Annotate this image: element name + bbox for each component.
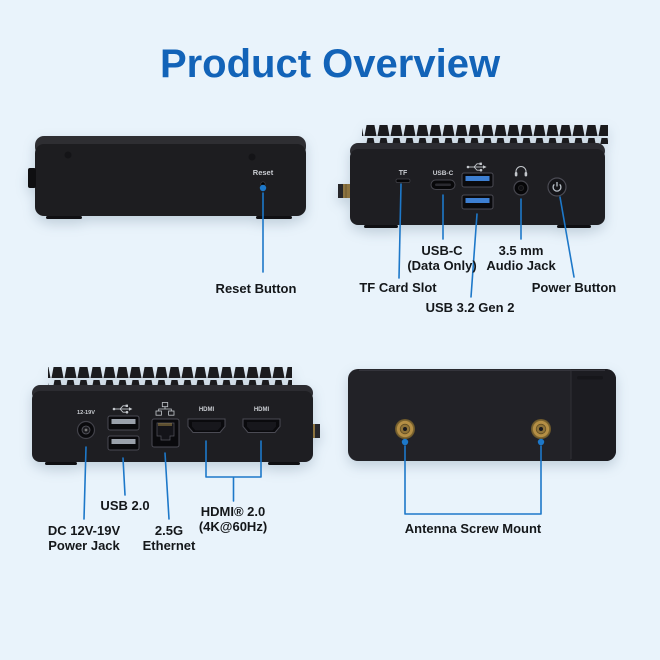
usb-a-port-bottom	[107, 435, 140, 451]
device-foot	[364, 225, 398, 228]
tf-marking: TF	[399, 170, 408, 177]
device-end-cap	[571, 369, 616, 461]
io-view-illustration: 12-19V	[32, 367, 320, 465]
hdmi-label: HDMI® 2.0 (4K@60Hz)	[198, 504, 268, 535]
usb-ss-icon	[466, 162, 487, 172]
usb-inner-tab	[111, 439, 136, 444]
antenna-screw-mount-right	[531, 419, 551, 439]
rear-view-illustration: TF USB-C	[338, 125, 608, 228]
power-button-label: Power Button	[531, 280, 617, 295]
device-body	[35, 144, 306, 216]
usb-a-port-top	[107, 415, 140, 431]
usb-inner-tab	[465, 198, 490, 203]
usb-c-label: USB-C (Data Only)	[407, 243, 477, 274]
hdmi-marking-1: HDMI	[199, 407, 215, 413]
tf-card-slot-label: TF Card Slot	[359, 280, 437, 295]
usb-inner-tab	[465, 176, 490, 181]
reset-button-label: Reset Button	[215, 281, 297, 296]
hdmi-marking-2: HDMI	[254, 407, 270, 413]
antenna-connector	[338, 184, 351, 198]
ethernet-icon	[155, 402, 175, 416]
usb-a-port-top	[461, 172, 494, 188]
device-foot	[256, 216, 292, 219]
usb32-label: USB 3.2 Gen 2	[425, 300, 515, 315]
screw-hole	[64, 151, 72, 159]
antenna-screw-mount-left	[395, 419, 415, 439]
heatsink-vents	[362, 125, 608, 144]
vent-slot	[577, 376, 603, 380]
tf-card-slot	[395, 178, 411, 183]
hdmi-port-1	[187, 418, 226, 433]
ethernet-port	[151, 418, 180, 448]
dc-marking: 12-19V	[77, 410, 95, 416]
usb-icon	[112, 404, 133, 414]
ethernet-pins	[158, 423, 172, 426]
headphones-icon	[514, 166, 528, 177]
usbc-marking: USB-C	[433, 170, 454, 177]
side-latch	[28, 168, 36, 188]
usb-c-port	[430, 179, 456, 190]
page-title: Product Overview	[159, 42, 501, 86]
usb20-label: USB 2.0	[100, 498, 150, 513]
bottom-view-illustration	[348, 369, 616, 461]
ethernet-label: 2.5G Ethernet	[142, 523, 196, 554]
power-button	[547, 177, 567, 197]
dc-power-jack-label: DC 12V-19V Power Jack	[47, 523, 121, 554]
device-body	[348, 369, 616, 461]
device-foot	[268, 462, 300, 465]
heatsink-vents	[48, 367, 292, 386]
front-view-illustration: Reset	[28, 136, 306, 219]
device-foot	[46, 216, 82, 219]
screw-hole	[248, 153, 256, 161]
power-icon	[552, 183, 562, 192]
antenna-mount-label: Antenna Screw Mount	[404, 521, 542, 536]
audio-jack-port	[513, 180, 529, 196]
device-foot	[557, 225, 591, 228]
reset-marking: Reset	[253, 168, 274, 177]
usb-a-port-bottom	[461, 194, 494, 210]
hdmi-port-2	[242, 418, 281, 433]
device-foot	[45, 462, 77, 465]
usb-inner-tab	[111, 419, 136, 424]
reset-pinhole	[260, 181, 266, 187]
dc-power-jack	[76, 420, 96, 440]
audio-jack-label: 3.5 mm Audio Jack	[486, 243, 556, 274]
